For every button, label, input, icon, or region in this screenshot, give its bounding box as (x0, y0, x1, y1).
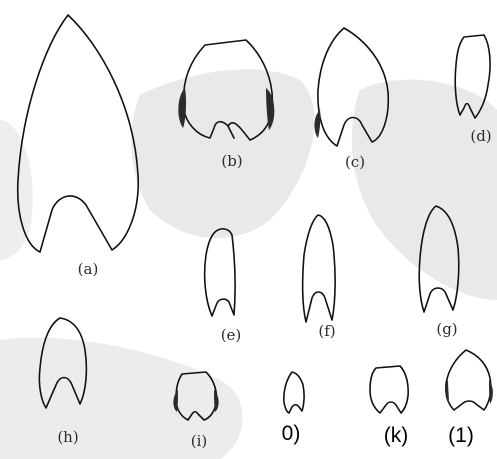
shape-k (370, 366, 408, 413)
shape-c (318, 28, 388, 146)
shape-j (284, 372, 304, 413)
shape-h (39, 318, 86, 408)
shape-e (205, 229, 235, 316)
label-k: (k) (384, 424, 409, 448)
label-l: (1) (448, 424, 474, 448)
label-j: 0) (282, 422, 301, 446)
label-i: (i) (191, 432, 208, 450)
label-f: (f) (318, 322, 335, 340)
label-a: (a) (78, 260, 99, 278)
label-e: (e) (221, 326, 242, 344)
label-d: (d) (470, 127, 491, 145)
shape-l (446, 350, 491, 410)
shape-i (176, 372, 217, 420)
label-c: (c) (345, 153, 365, 171)
shape-b (183, 40, 272, 140)
shape-g (419, 206, 459, 312)
label-g: (g) (436, 320, 457, 338)
label-b: (b) (221, 152, 242, 170)
label-h: (h) (57, 428, 78, 446)
shape-d (455, 35, 490, 118)
shape-a (18, 15, 138, 252)
shape-f (303, 215, 335, 322)
